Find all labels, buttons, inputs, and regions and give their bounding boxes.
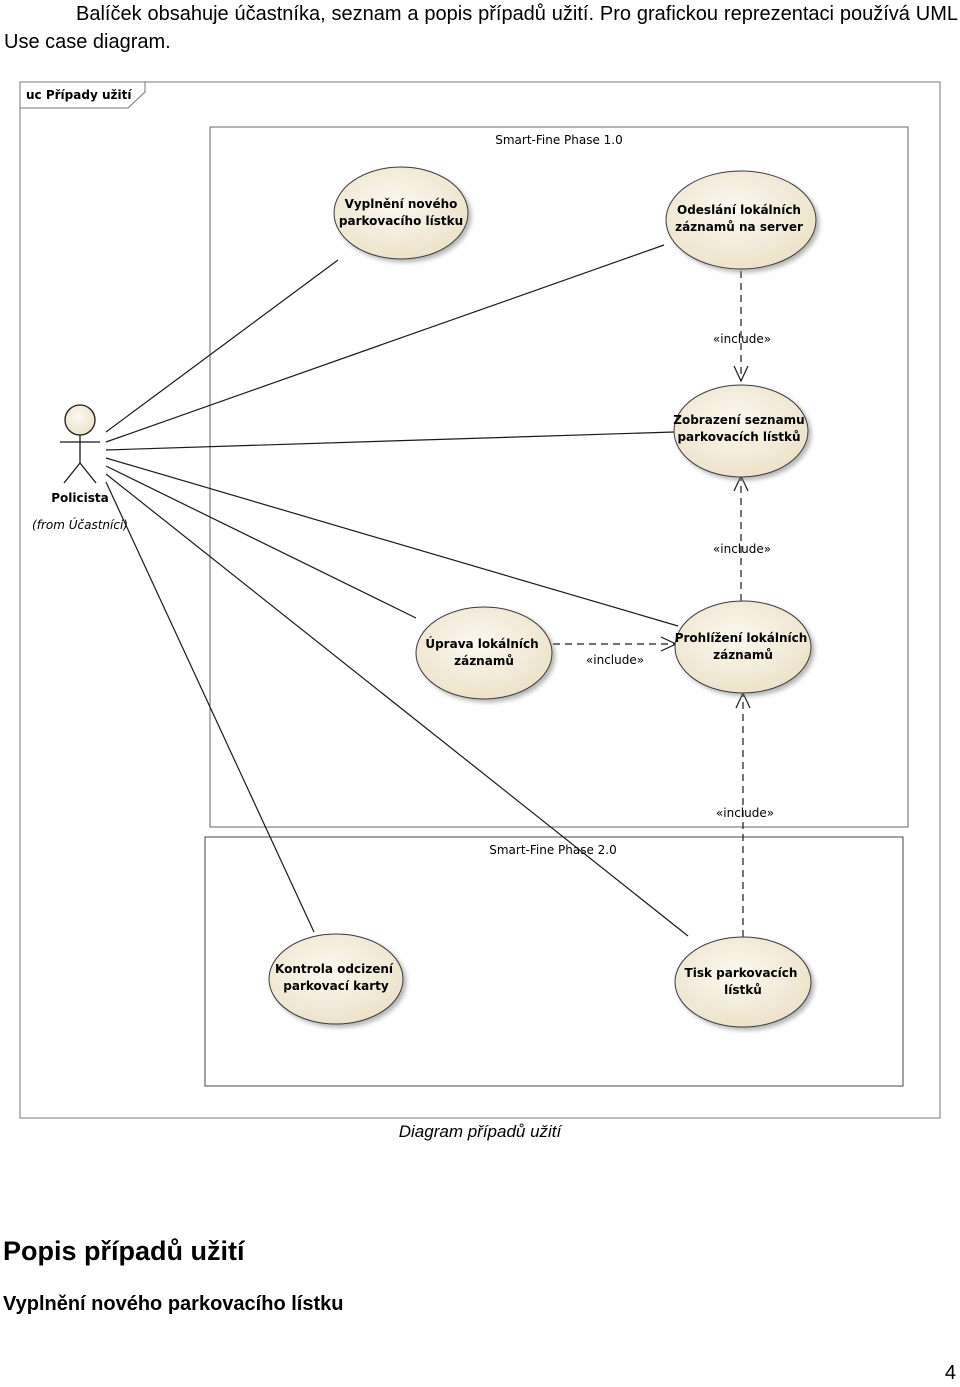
use-case-uc5: Prohlížení lokálních záznamů — [674, 600, 812, 694]
actor-origin: (from Účastníci) — [32, 517, 128, 532]
package-phase-2-label: Smart-Fine Phase 2.0 — [489, 843, 617, 857]
association-uc3 — [105, 431, 675, 451]
uc4-line-1: Úprava lokálních — [425, 636, 538, 651]
actor-head — [64, 404, 96, 436]
association-uc4 — [105, 465, 417, 619]
frame-label: uc Případy užití — [26, 88, 132, 102]
uc4-line-2: záznamů — [454, 654, 514, 668]
include-label-1: «include» — [713, 332, 771, 346]
use-case-uc3: Zobrazení seznamu parkovacích lístků — [673, 384, 809, 478]
include-relationships — [553, 271, 751, 937]
uc5-line-1: Prohlížení lokálních — [675, 631, 808, 645]
figure-caption: Diagram případů užití — [398, 1122, 562, 1141]
uc5-line-2: záznamů — [713, 648, 773, 662]
use-case-uc1: Vyplnění nového parkovacího lístku — [333, 166, 469, 260]
uc3-line-2: parkovacích lístků — [677, 430, 800, 444]
use-cases: Vyplnění nového parkovacího lístku Odesl… — [268, 166, 817, 1028]
use-case-uc4: Úprava lokálních záznamů — [415, 606, 553, 700]
actor-left-leg — [63, 462, 81, 484]
include-label-2: «include» — [713, 542, 771, 556]
uc2-line-2: záznamů na server — [675, 220, 803, 234]
actor-name: Policista — [51, 491, 108, 505]
intro-text: Balíček obsahuje účastníka, seznam a pop… — [4, 3, 958, 53]
uc3-line-1: Zobrazení seznamu — [673, 413, 804, 427]
use-case-diagram: uc Případy užití Smart-Fine Phase 1.0 Sm… — [19, 81, 941, 1119]
association-uc7 — [105, 473, 689, 937]
uc6-line-2: parkovací karty — [283, 979, 389, 993]
include-label-3: «include» — [586, 653, 644, 667]
subsection-title: Vyplnění nového parkovacího lístku — [3, 1293, 344, 1315]
uc2-line-1: Odeslání lokálních — [677, 203, 801, 217]
include-uc2-uc3-arrow — [733, 365, 749, 383]
section-title: Popis případů užití — [3, 1236, 245, 1266]
association-uc2 — [105, 244, 665, 443]
uc7-line-1: Tisk parkovacích — [685, 966, 798, 980]
association-uc6 — [105, 481, 315, 933]
use-case-uc7: Tisk parkovacích lístků — [674, 936, 812, 1028]
uc6-line-1: Kontrola odcizení — [275, 962, 394, 976]
actor-right-leg — [79, 462, 97, 484]
frame-label-tab — [19, 81, 146, 109]
package-phase-1-label: Smart-Fine Phase 1.0 — [495, 133, 623, 147]
association-uc1 — [105, 259, 339, 433]
include-labels: «include» «include» «include» «include» — [586, 332, 774, 820]
uc1-line-1: Vyplnění nového — [345, 197, 458, 211]
uc7-line-2: lístků — [724, 983, 762, 997]
page-number: 4 — [944, 1362, 956, 1384]
association-uc5 — [105, 457, 679, 627]
uc1-line-2: parkovacího lístku — [339, 214, 463, 228]
include-label-4: «include» — [716, 806, 774, 820]
intro-paragraph: Balíček obsahuje účastníka, seznam a pop… — [4, 0, 958, 56]
use-case-uc2: Odeslání lokálních záznamů na server — [665, 170, 817, 270]
use-case-uc6: Kontrola odcizení parkovací karty — [268, 933, 404, 1025]
associations — [105, 244, 689, 937]
actor-policista — [60, 404, 100, 484]
